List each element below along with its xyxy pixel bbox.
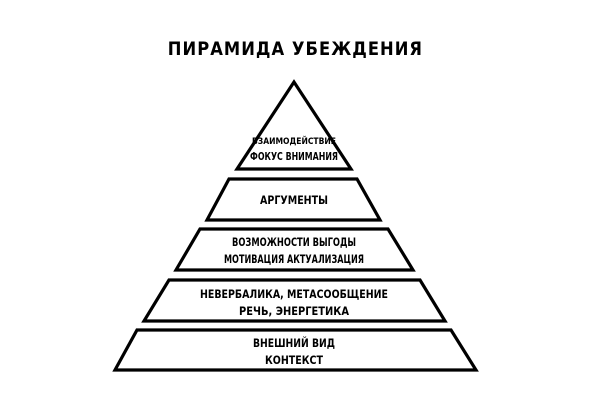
pyramid-tier-2: АРГУМЕНТЫ <box>204 177 383 222</box>
pyramid-tier-apex: ВЗАИМОДЕЙСТВИЕ ФОКУС ВНИМАНИЯ <box>234 79 354 171</box>
page-title: ПИРАМИДА УБЕЖДЕНИЯ <box>167 38 424 60</box>
tier-shape-3 <box>173 227 416 272</box>
tier-apex-line-1: ВЗАИМОДЕЙСТВИЕ <box>252 135 336 147</box>
tier-base-line-2: КОНТЕКСТ <box>265 353 323 367</box>
tier-3-line-1: ВОЗМОЖНОСТИ ВЫГОДЫ <box>232 235 356 249</box>
tier-shape-2 <box>204 177 383 222</box>
tier-3-line-2: МОТИВАЦИЯ АКТУАЛИЗАЦИЯ <box>224 252 364 266</box>
tier-apex-line-2: ФОКУС ВНИМАНИЯ <box>250 151 338 163</box>
tier-2-line-1: АРГУМЕНТЫ <box>260 193 328 207</box>
pyramid-tier-3: ВОЗМОЖНОСТИ ВЫГОДЫ МОТИВАЦИЯ АКТУАЛИЗАЦИ… <box>173 227 416 272</box>
tier-4-line-2: РЕЧЬ, ЭНЕРГЕТИКА <box>239 304 349 318</box>
tier-base-line-1: ВНЕШНИЙ ВИД <box>253 335 335 350</box>
tier-shape-4 <box>141 278 448 323</box>
tier-4-line-1: НЕВЕРБАЛИКА, МЕТАСООБЩЕНИЕ <box>200 287 388 301</box>
tier-shape-base <box>112 328 479 372</box>
tier-shape-apex <box>234 79 354 171</box>
pyramid-tier-4: НЕВЕРБАЛИКА, МЕТАСООБЩЕНИЕ РЕЧЬ, ЭНЕРГЕТ… <box>141 278 448 323</box>
pyramid-tier-base: ВНЕШНИЙ ВИД КОНТЕКСТ <box>112 328 479 372</box>
